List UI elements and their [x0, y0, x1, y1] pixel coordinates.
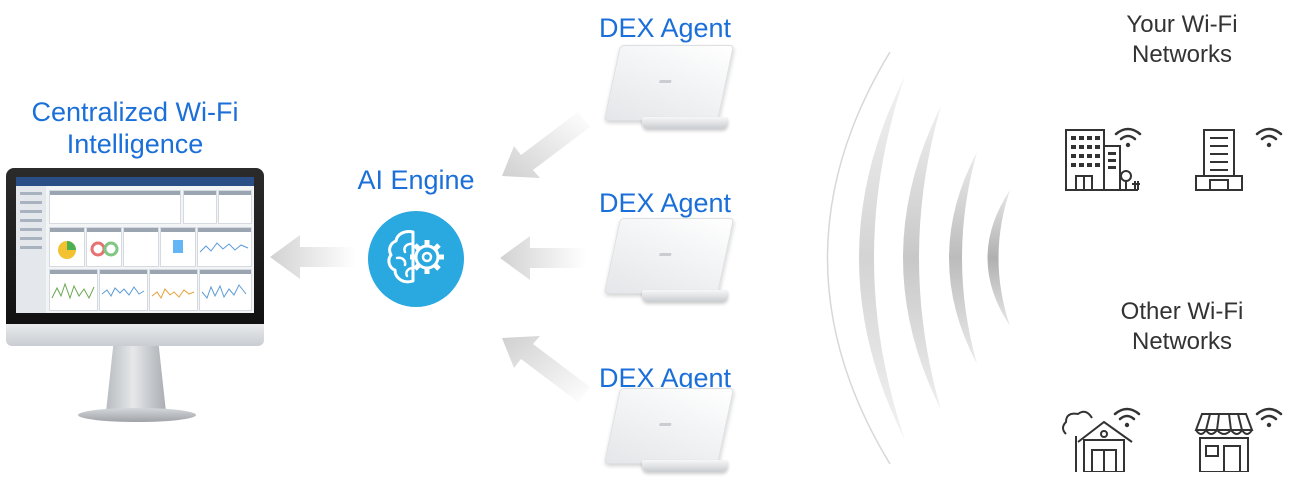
dashboard-card [183, 190, 217, 224]
monitor-chin [6, 324, 264, 346]
dashboard-card [49, 227, 85, 267]
office-building-icon [1060, 126, 1144, 192]
your-networks-line1: Your Wi-Fi [1126, 11, 1238, 38]
line-widget-icon [101, 286, 145, 297]
arrow-top-agent-to-engine [500, 108, 592, 180]
your-networks-title: Your Wi-Fi Networks [1092, 10, 1272, 70]
dex-agent-label-top: DEX Agent [598, 13, 732, 43]
other-networks-line2: Networks [1131, 328, 1233, 355]
other-networks-line1: Other Wi-Fi [1120, 298, 1244, 325]
pie-widget-icon [58, 241, 76, 259]
dashboard-card [49, 190, 181, 224]
dashboard-card [197, 227, 252, 267]
ai-engine-brain-gear-icon [367, 210, 465, 308]
gauge-widget-icon [90, 241, 119, 257]
central-title-line2: Intelligence [66, 129, 204, 159]
arrow-bottom-agent-to-engine [500, 334, 592, 406]
laptop-icon [603, 45, 735, 133]
dashboard-card [149, 269, 198, 311]
line-widget-icon [51, 282, 95, 300]
laptop-icon [603, 218, 735, 306]
dashboard-monitor [6, 168, 264, 430]
your-networks-line2: Networks [1131, 41, 1233, 68]
dashboard-card [86, 227, 122, 267]
tower-building-icon [1192, 126, 1248, 192]
line-widget-icon [151, 288, 195, 300]
signal-waves [785, 40, 1015, 481]
wifi-icon [1254, 404, 1284, 437]
dashboard-card [123, 227, 159, 267]
dashboard-card [199, 269, 252, 311]
wifi-icon [1113, 124, 1143, 157]
other-networks-title: Other Wi-Fi Networks [1092, 297, 1272, 357]
monitor-bezel [6, 168, 264, 324]
monitor-stand [106, 346, 166, 412]
arrow-engine-to-dashboard [270, 232, 356, 282]
house-icon [1058, 408, 1142, 472]
monitor-base [78, 408, 196, 422]
line-widget-icon [199, 242, 249, 253]
line-widget-icon [201, 284, 247, 299]
dashboard-card [218, 190, 252, 224]
wifi-icon [1112, 404, 1142, 437]
ai-engine-label: AI Engine [357, 165, 475, 195]
dashboard-header [16, 177, 254, 186]
dashboard-sidebar [16, 186, 46, 313]
dashboard-screen [16, 177, 254, 313]
store-icon [1194, 410, 1254, 472]
dex-agent-label-middle: DEX Agent [598, 188, 732, 218]
dashboard-card [49, 269, 98, 311]
arrow-middle-agent-to-engine [500, 233, 586, 283]
central-title: Centralized Wi-Fi Intelligence [10, 96, 260, 160]
dashboard-card [160, 227, 196, 267]
doc-widget-icon [173, 240, 183, 253]
laptop-icon [603, 388, 735, 476]
dashboard-card [99, 269, 148, 311]
wifi-icon [1254, 124, 1284, 157]
central-title-line1: Centralized Wi-Fi [31, 97, 239, 127]
